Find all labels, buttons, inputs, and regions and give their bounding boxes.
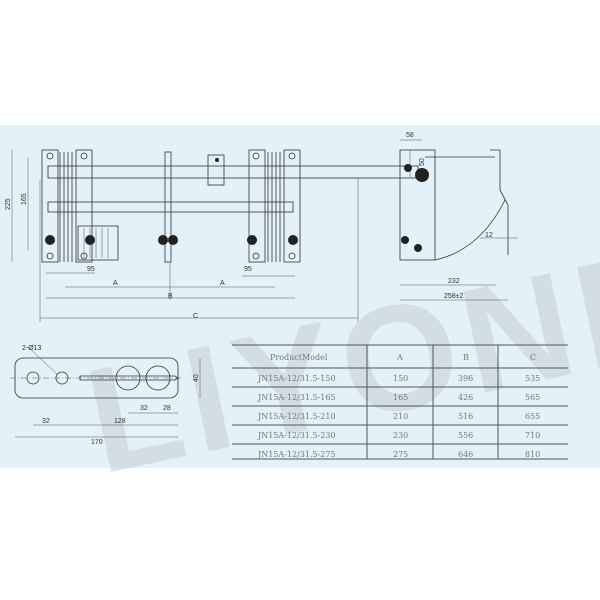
dim-a-right: A (220, 280, 225, 287)
table-cell-value: 646 (458, 450, 473, 459)
header-b: B (463, 353, 469, 362)
dim-32-bottom: 32 (42, 418, 50, 425)
table-cell-value: 150 (393, 374, 408, 383)
table-cell-value: 535 (525, 374, 540, 383)
table-cell-value: 565 (525, 393, 540, 402)
dim-58: 58 (406, 132, 414, 139)
header-c: C (530, 353, 536, 362)
table-cell-value: 210 (393, 412, 408, 421)
table-cell-value: 556 (458, 431, 473, 440)
dim-95-left: 95 (87, 266, 95, 273)
dim-12: 12 (485, 232, 493, 239)
table-cell-value: 396 (458, 374, 473, 383)
table-cell-value: 655 (525, 412, 540, 421)
table-cell-model: JN15A-12/31.5-150 (257, 374, 336, 383)
header-a: A (396, 353, 403, 362)
front-view: 225 165 50 95 95 A A B C (5, 149, 426, 322)
table-cell-value: 516 (458, 412, 473, 421)
dim-128: 128 (114, 418, 126, 425)
dim-258: 258±2 (444, 293, 464, 300)
table-cell-model: JN15A-12/31.5-165 (257, 393, 336, 402)
dim-hole: 2-Ø13 (22, 345, 42, 352)
dim-50: 50 (419, 158, 426, 166)
dim-28: 28 (163, 405, 171, 412)
dim-232: 232 (448, 278, 460, 285)
table-cell-value: 230 (393, 431, 408, 440)
header-model: ProductModel (270, 353, 328, 362)
model-table: ProductModel A B C JN15A-12/31.5-150 150 3… (232, 344, 568, 460)
table-cell-model: JN15A-12/31.5-230 (257, 431, 336, 440)
dim-170: 170 (91, 439, 103, 446)
dim-95-right: 95 (244, 266, 252, 273)
table-cell-value: 426 (458, 393, 473, 402)
dim-165: 165 (21, 193, 28, 205)
dim-a-left: A (113, 280, 118, 287)
dim-b: B (168, 293, 173, 300)
dim-c: C (193, 313, 198, 320)
table-cell-value: 710 (525, 431, 540, 440)
dim-32-top: 32 (140, 405, 148, 412)
dim-40: 40 (193, 374, 200, 382)
table-cell-value: 810 (525, 450, 540, 459)
dim-225: 225 (5, 198, 12, 210)
side-view: 58 12 232 258±2 (399, 132, 518, 301)
table-cell-model: JN15A-12/31.5-210 (257, 412, 336, 421)
watermark: LIYOND (73, 213, 600, 505)
table-cell-model: JN15A-12/31.5-275 (257, 450, 336, 459)
table-cell-value: 165 (393, 393, 408, 402)
plate-view: 2-Ø13 40 32 28 32 128 170 (10, 345, 201, 446)
table-cell-value: 275 (393, 450, 408, 459)
